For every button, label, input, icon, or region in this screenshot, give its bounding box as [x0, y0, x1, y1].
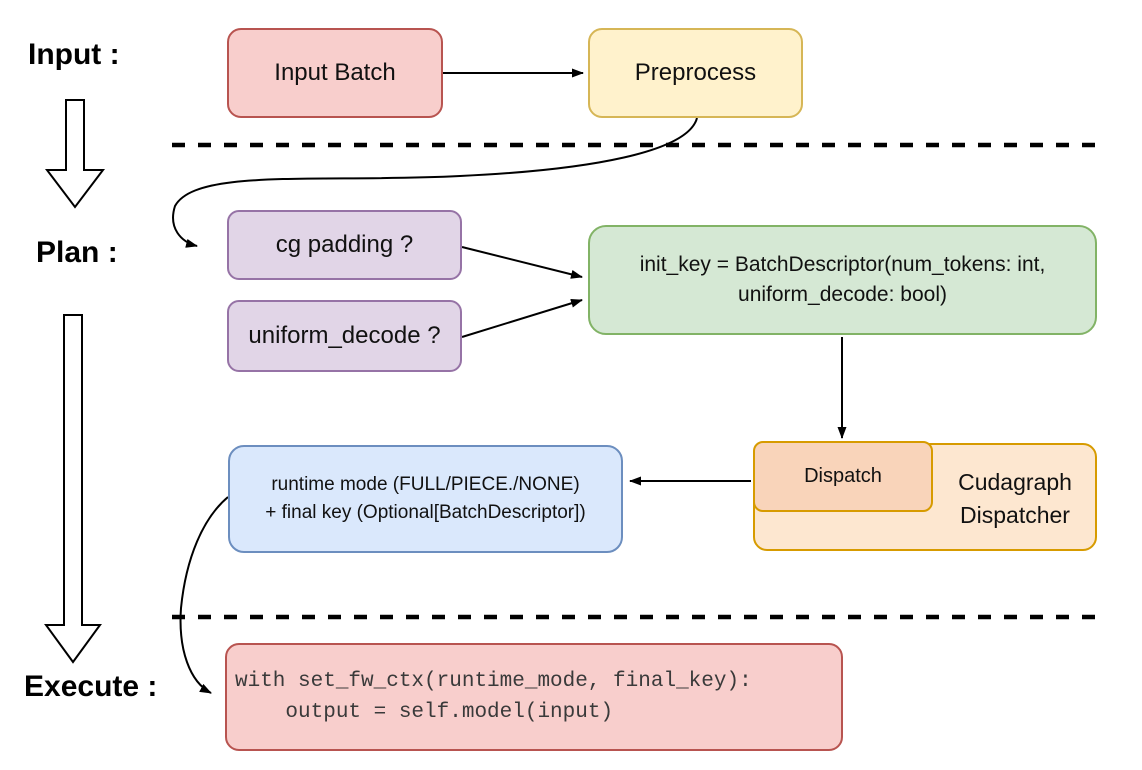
- big-hollow-arrow-plan-to-execute: [44, 314, 102, 664]
- stage-label-plan: Plan :: [36, 236, 118, 269]
- arrow-preprocess-to-cg-padding: [172, 117, 698, 248]
- node-execute-code: with set_fw_ctx(runtime_mode, final_key)…: [225, 643, 843, 751]
- node-uniform-decode-label: uniform_decode ?: [248, 322, 441, 349]
- node-init-key: init_key = BatchDescriptor(num_tokens: i…: [588, 225, 1097, 335]
- stage-label-execute: Execute :: [24, 670, 158, 703]
- node-preprocess: Preprocess: [588, 28, 803, 118]
- node-init-key-line2: uniform_decode: bool): [738, 283, 947, 306]
- node-cudagraph-dispatcher-label: Cudagraph Dispatcher: [933, 466, 1097, 532]
- node-cg-padding: cg padding ?: [227, 210, 462, 280]
- node-dispatch-label: Dispatch: [804, 465, 882, 487]
- big-hollow-arrow-input-to-plan: [44, 99, 106, 209]
- cudagraph-label-line2: Dispatcher: [960, 502, 1070, 528]
- arrow-uniform-decode-to-init-key: [461, 298, 583, 338]
- cudagraph-label-line1: Cudagraph: [958, 469, 1072, 495]
- arrow-runtime-mode-to-execute-code: [179, 496, 229, 694]
- node-preprocess-label: Preprocess: [634, 59, 757, 86]
- arrow-cg-padding-to-init-key: [461, 246, 583, 279]
- stage-label-input: Input :: [28, 38, 120, 71]
- node-runtime-mode: runtime mode (FULL/PIECE./NONE) + final …: [228, 445, 623, 553]
- execute-code-line2: output = self.model(input): [235, 701, 614, 724]
- node-runtime-mode-line2: + final key (Optional[BatchDescriptor]): [265, 502, 586, 523]
- node-dispatch: Dispatch: [753, 441, 933, 512]
- execute-code-line1: with set_fw_ctx(runtime_mode, final_key)…: [235, 670, 752, 693]
- node-input-batch-label: Input Batch: [274, 59, 396, 86]
- node-input-batch: Input Batch: [227, 28, 443, 118]
- node-cg-padding-label: cg padding ?: [275, 231, 414, 258]
- node-init-key-line1: init_key = BatchDescriptor(num_tokens: i…: [639, 253, 1046, 276]
- node-runtime-mode-line1: runtime mode (FULL/PIECE./NONE): [271, 474, 580, 495]
- node-uniform-decode: uniform_decode ?: [227, 300, 462, 372]
